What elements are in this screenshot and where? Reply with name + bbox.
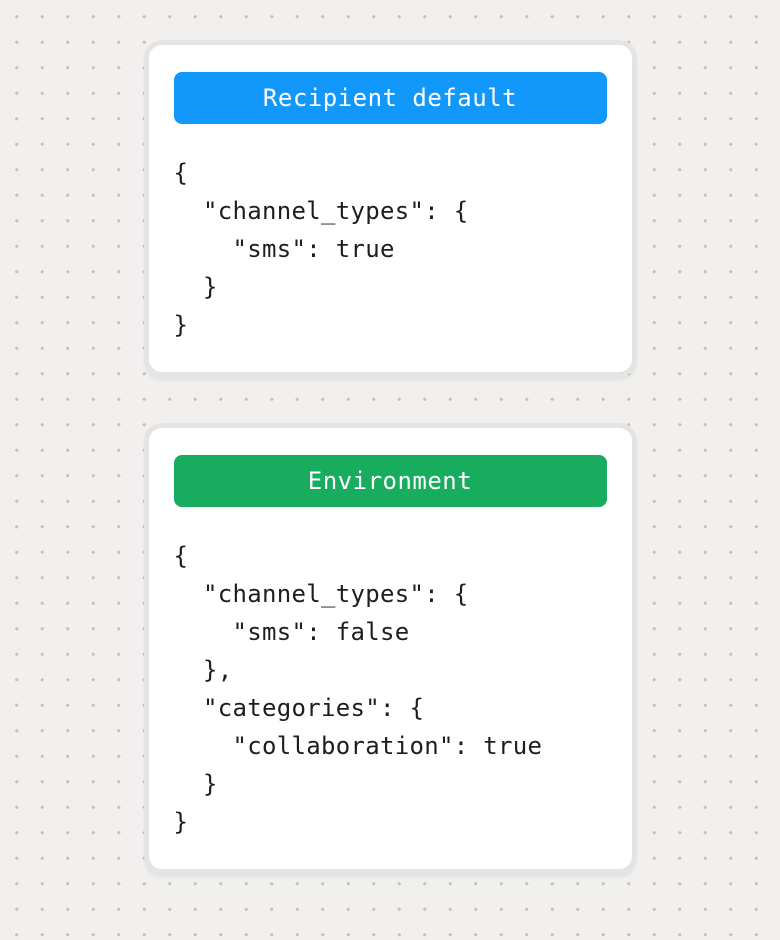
recipient-default-json-code: { "channel_types": { "sms": true } }	[174, 154, 607, 344]
code-line: "categories": {	[173, 694, 425, 722]
recipient-default-badge: Recipient default	[173, 72, 607, 124]
code-line: {	[173, 159, 189, 187]
environment-badge-label: Environment	[307, 467, 473, 495]
code-line: }	[173, 808, 189, 836]
code-line: "channel_types": {	[173, 197, 469, 225]
recipient-default-badge-label: Recipient default	[262, 84, 518, 112]
environment-badge: Environment	[173, 455, 607, 507]
code-line: }	[173, 273, 218, 301]
code-line: },	[173, 656, 233, 684]
code-line: "channel_types": {	[173, 580, 469, 608]
code-line: }	[173, 311, 189, 339]
code-line: }	[173, 770, 218, 798]
code-line: "sms": false	[173, 618, 410, 646]
card-environment: Environment { "channel_types": { "sms": …	[143, 423, 637, 874]
card-recipient-default: Recipient default { "channel_types": { "…	[143, 40, 637, 377]
dot-grid-canvas: Recipient default { "channel_types": { "…	[0, 40, 780, 940]
code-line: "collaboration": true	[173, 732, 543, 760]
environment-json-code: { "channel_types": { "sms": false }, "ca…	[174, 537, 607, 841]
code-line: "sms": true	[173, 235, 395, 263]
code-line: {	[173, 542, 189, 570]
